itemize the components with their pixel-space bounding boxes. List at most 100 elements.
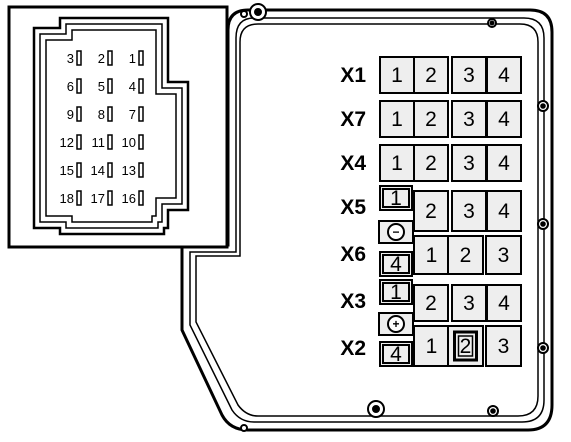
pin-number: 11: [92, 135, 106, 150]
fuse-slot: 1: [379, 100, 415, 138]
connector-pin: 5: [98, 78, 113, 94]
fuse-slot-highlighted: 2: [447, 325, 484, 367]
pin-number: 18: [60, 191, 74, 206]
fuse-slot: 2: [413, 100, 449, 138]
fuse-number: 3: [498, 335, 510, 358]
fuse-slot: 4: [486, 284, 522, 322]
fuse-slot: 3: [451, 144, 487, 182]
connector-pin: 14: [91, 162, 113, 178]
fuse-slot: 4: [486, 144, 522, 182]
pin-slot: [107, 106, 113, 122]
fuse-number: 2: [425, 292, 437, 315]
screw-right-top: [537, 100, 549, 112]
fuse-slot: 1: [379, 56, 415, 94]
pin-number: 12: [60, 135, 74, 150]
pin-slot: [138, 162, 144, 178]
fuse-number: 3: [463, 200, 475, 223]
fuse-number: 1: [390, 281, 402, 304]
pin-number: 14: [91, 163, 105, 178]
fuse-number: 3: [498, 244, 510, 267]
svg-text:+: +: [392, 317, 399, 331]
fuse-number: 3: [463, 64, 475, 87]
connector-pin: 11: [92, 134, 113, 150]
connector-pin: 8: [98, 106, 113, 122]
plus-symbol: +: [378, 312, 414, 336]
fuse-slot: 1: [379, 144, 415, 182]
pin-slot: [107, 162, 113, 178]
fuse-slot: 2: [413, 56, 449, 94]
fuse-slot: 3: [451, 190, 487, 232]
screw-top-left: [240, 10, 248, 18]
fuse-number: 3: [463, 152, 475, 175]
pin-number: 17: [91, 191, 105, 206]
fuse-number: 2: [460, 335, 472, 358]
fuse-slot: 2: [413, 284, 449, 322]
pin-number: 4: [129, 79, 136, 94]
pin-slot: [107, 190, 113, 206]
mounting-screws: [240, 3, 549, 432]
group-label: X3: [340, 290, 366, 313]
pin-number: 7: [129, 107, 136, 122]
fuse-slot: 3: [451, 56, 487, 94]
connector-pin: 9: [67, 106, 82, 122]
screw-top: [249, 3, 267, 21]
pin-slot: [107, 78, 113, 94]
pin-number: 6: [67, 79, 74, 94]
pin-number: 15: [60, 163, 74, 178]
pin-slot: [76, 162, 82, 178]
group-label: X5: [340, 196, 366, 219]
fuse-number: 1: [391, 108, 403, 131]
pin-slot: [138, 50, 144, 66]
pin-number: 1: [129, 51, 136, 66]
connector-pin: 4: [129, 78, 144, 94]
fuse-number: 2: [425, 152, 437, 175]
screw-right-mid: [537, 218, 549, 230]
fuse-number: 1: [426, 244, 438, 267]
fuse-number: 2: [425, 64, 437, 87]
fuse-slot: 4: [486, 56, 522, 94]
pin-slot: [107, 134, 113, 150]
connector-pin: 15: [60, 162, 82, 178]
fuse-number: 4: [498, 292, 510, 315]
pin-slot: [138, 106, 144, 122]
fuse-slot-small: 4: [379, 341, 413, 367]
connector-pin: 10: [122, 134, 144, 150]
connector-pin: 16: [122, 190, 144, 206]
pin-slot: [76, 190, 82, 206]
connector-pin: 13: [122, 162, 144, 178]
pin-number: 5: [98, 79, 105, 94]
pin-slot: [76, 134, 82, 150]
fuse-number: 2: [425, 108, 437, 131]
pin-slot: [138, 190, 144, 206]
fuse-number: 2: [425, 200, 437, 223]
pin-slot: [76, 50, 82, 66]
group-label: X6: [340, 243, 366, 266]
svg-text:−: −: [392, 225, 399, 239]
fuse-number: 2: [460, 244, 472, 267]
connector-pin: 12: [60, 134, 82, 150]
fuse-number: 1: [391, 64, 403, 87]
fuse-slot: 3: [485, 325, 522, 367]
fuse-number: 4: [498, 64, 510, 87]
fuse-number: 4: [390, 253, 402, 276]
fuse-number: 1: [391, 152, 403, 175]
screw-bottom-left: [240, 424, 248, 432]
pin-number: 13: [122, 163, 136, 178]
pin-number: 2: [98, 51, 105, 66]
pin-slot: [138, 134, 144, 150]
pin-number: 8: [98, 107, 105, 122]
fuse-slot: 4: [486, 190, 522, 232]
connector-pin: 7: [129, 106, 144, 122]
pin-slot: [107, 50, 113, 66]
fuse-number: 4: [498, 152, 510, 175]
